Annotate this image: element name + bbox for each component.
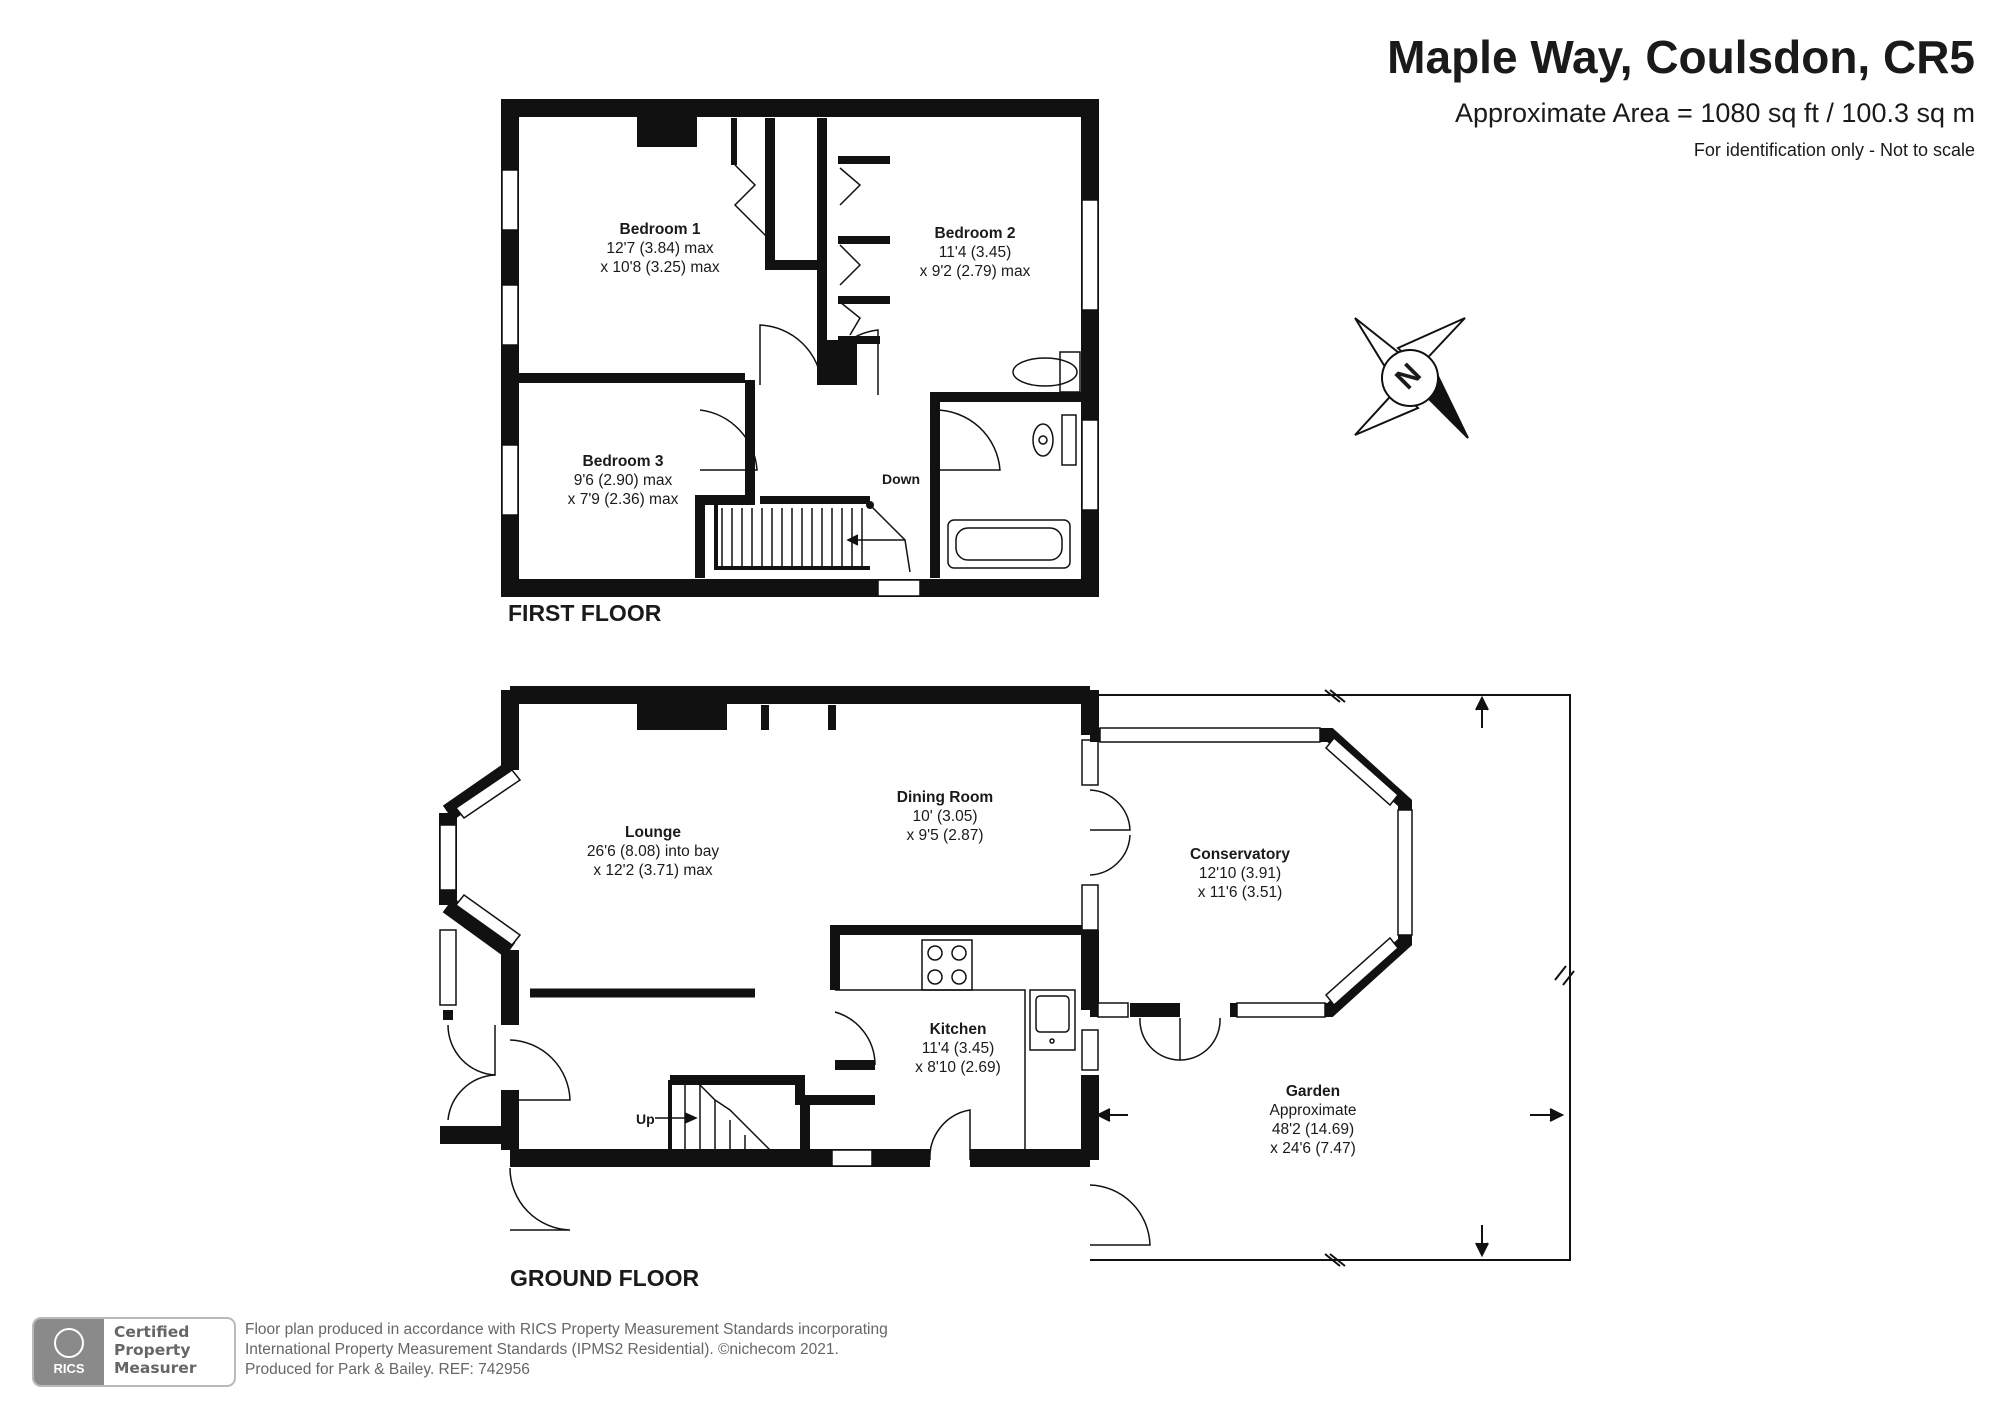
room-label-garden: Garden Approximate 48'2 (14.69) x 24'6 (…	[1269, 1083, 1357, 1157]
approximate-area: Approximate Area = 1080 sq ft / 100.3 sq…	[1454, 98, 1975, 128]
first-floor-windows	[501, 169, 1099, 597]
ground-floor-windows	[439, 739, 1099, 1167]
ground-floor-label: GROUND FLOOR	[510, 1265, 700, 1291]
room-label-kitchen: Kitchen 11'4 (3.45) x 8'10 (2.69)	[915, 1021, 1001, 1076]
ground-floor-walls	[439, 686, 1099, 1167]
bathroom-fixtures	[947, 351, 1081, 569]
rics-lion-icon	[54, 1328, 84, 1358]
room-label-dining-room: Dining Room 10' (3.05) x 9'5 (2.87)	[896, 789, 994, 844]
kitchen-fittings	[835, 939, 1076, 1150]
conservatory-walls	[1090, 727, 1413, 1018]
rics-logo: RICS	[34, 1319, 104, 1385]
stairs-down-label: Down	[882, 471, 921, 487]
first-floor-stairs	[721, 501, 911, 573]
property-title: Maple Way, Coulsdon, CR5	[1387, 31, 1975, 83]
room-label-bedroom-3: Bedroom 3 9'6 (2.90) max x 7'9 (2.36) ma…	[567, 453, 679, 508]
ground-floor-stairs	[655, 1084, 771, 1151]
stairs-up-label: Up	[636, 1111, 655, 1127]
room-label-bedroom-1: Bedroom 1 12'7 (3.84) max x 10'8 (3.25) …	[600, 221, 720, 276]
north-arrow-icon	[1354, 317, 1469, 439]
rics-certified-badge: RICS Certified Property Measurer	[32, 1317, 236, 1387]
badge-text: Certified Property Measurer	[114, 1323, 197, 1377]
rics-org-label: RICS	[53, 1361, 85, 1376]
room-label-conservatory: Conservatory 12'10 (3.91) x 11'6 (3.51)	[1190, 846, 1290, 901]
room-label-lounge: Lounge 26'6 (8.08) into bay x 12'2 (3.71…	[586, 824, 720, 879]
scale-disclaimer: For identification only - Not to scale	[1693, 140, 1975, 160]
garden-boundary	[1090, 689, 1575, 1267]
first-floor-walls	[501, 99, 1099, 597]
first-floor-label: FIRST FLOOR	[508, 600, 662, 626]
room-label-bedroom-2: Bedroom 2 11'4 (3.45) x 9'2 (2.79) max	[919, 225, 1031, 280]
footer-disclaimer: Floor plan produced in accordance with R…	[245, 1321, 888, 1378]
